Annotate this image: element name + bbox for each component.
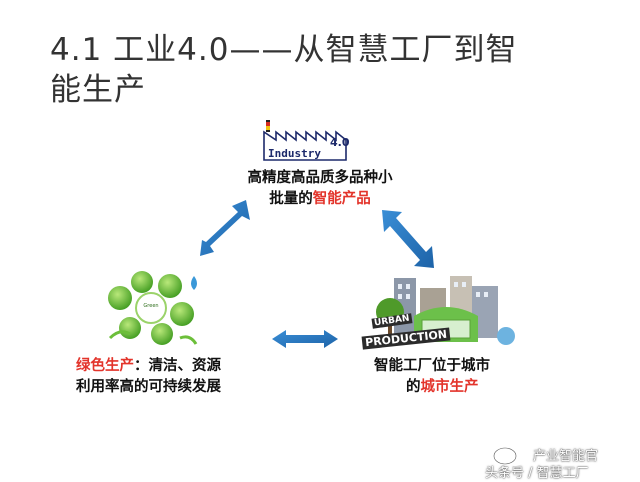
green-cycle-icon <box>108 271 198 345</box>
industry-logo: Industry 4.0 <box>260 118 352 166</box>
industry-caption-plain: 批量的 <box>269 191 313 207</box>
industry-logo-text: Industry <box>268 147 321 160</box>
industry-caption: 高精度高品质多品种小 批量的智能产品 <box>232 168 408 210</box>
industry-caption-line1: 高精度高品质多品种小 <box>247 170 393 186</box>
urban-production-graphic: URBAN PRODUCTION <box>360 272 520 352</box>
industry-caption-line2: 批量的智能产品 <box>232 189 408 210</box>
slide-title: 4.1 工业4.0——从智慧工厂到智 能生产 <box>50 30 610 110</box>
green-caption-highlight: 绿色生产 <box>76 358 134 374</box>
green-production-graphic: Green <box>96 268 206 348</box>
industry-logo-version: 4.0 <box>330 136 350 149</box>
watermark-line1: 产业智能官 <box>533 449 599 464</box>
urban-caption-plain: 的 <box>406 379 421 395</box>
green-caption-line1: 绿色生产：清洁、资源 <box>76 356 256 377</box>
green-caption-line2: 利用率高的可持续发展 <box>76 379 221 395</box>
urban-caption: 智能工厂位于城市 的城市生产 <box>374 356 524 398</box>
factory-icon <box>263 120 347 161</box>
green-caption: 绿色生产：清洁、资源 利用率高的可持续发展 <box>76 356 256 398</box>
industry-caption-highlight: 智能产品 <box>312 191 371 207</box>
green-caption-rest: ：清洁、资源 <box>134 358 221 374</box>
wechat-icon <box>493 447 524 466</box>
slide-title-line2: 能生产 <box>50 72 146 108</box>
urban-caption-line1: 智能工厂位于城市 <box>374 358 490 374</box>
urban-caption-highlight: 城市生产 <box>420 379 479 395</box>
urban-caption-line2: 的城市生产 <box>374 377 524 398</box>
watermark: 产业智能官 头条号 / 智慧工厂 <box>485 447 635 482</box>
green-center-label: Green <box>143 303 159 309</box>
slide-title-line1: 4.1 工业4.0——从智慧工厂到智 <box>50 32 518 68</box>
arrow-bottom <box>272 330 338 348</box>
arrow-top-left <box>200 200 250 256</box>
watermark-line2: 头条号 / 智慧工厂 <box>485 466 589 481</box>
arrow-top-right <box>382 210 434 268</box>
